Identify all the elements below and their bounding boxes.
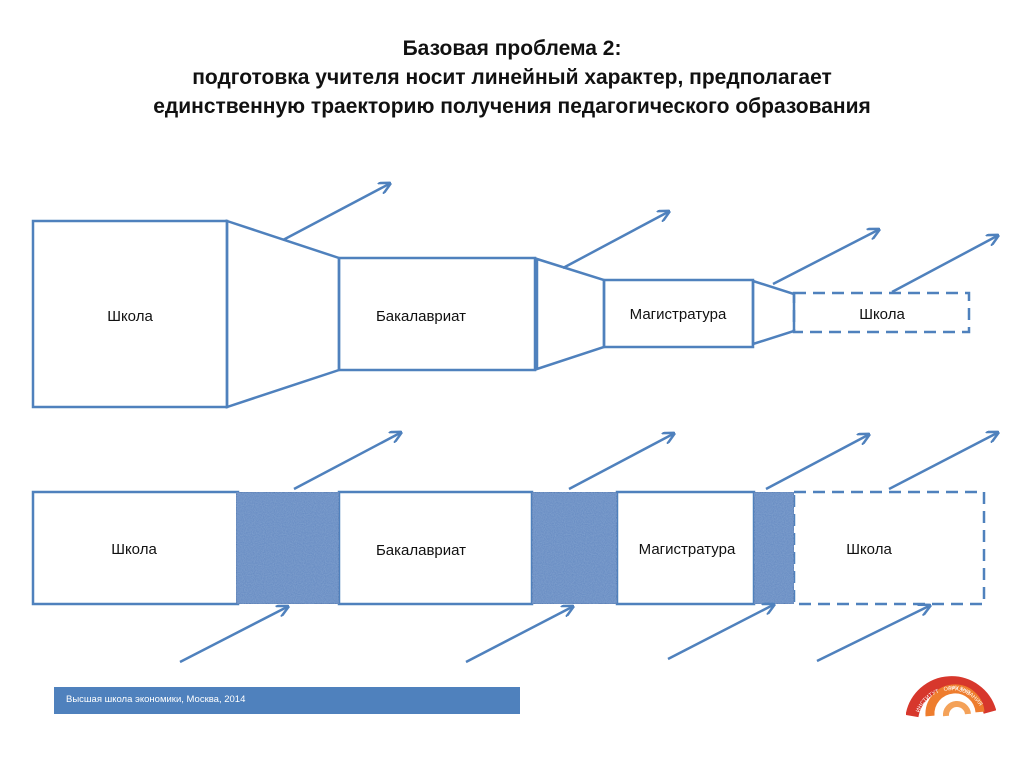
row2-exit-arrow-1 bbox=[293, 433, 400, 491]
row1-label-master: Магистратура bbox=[630, 306, 727, 323]
row2-exit-arrow-4 bbox=[888, 433, 997, 491]
row1-funnel-1 bbox=[225, 219, 341, 409]
row2-transition-block-2 bbox=[531, 491, 618, 605]
row2-transition-block-3 bbox=[753, 491, 795, 605]
row1-arrow-1 bbox=[282, 184, 389, 242]
row2-box-school-dashed bbox=[792, 490, 986, 606]
footer-bar: Высшая школа экономики, Москва, 2014 bbox=[54, 687, 520, 714]
row1-arrow-4 bbox=[891, 236, 997, 294]
row2-track bbox=[31, 490, 986, 606]
slide-title: Базовая проблема 2: подготовка учителя н… bbox=[0, 34, 1024, 121]
institute-logo: ИНСТИТУТ ОБРАЗОВАНИЯ НИУ ВШЭ bbox=[906, 676, 996, 718]
row1-funnel bbox=[31, 219, 971, 409]
row1-arrow-3 bbox=[772, 230, 878, 286]
row2-transition-blocks bbox=[235, 491, 795, 605]
row2-exit-arrow-2 bbox=[568, 434, 673, 491]
row1-box-bachelor bbox=[337, 256, 537, 372]
row2-exit-arrow-3 bbox=[765, 435, 868, 491]
footer-text: Высшая школа экономики, Москва, 2014 bbox=[66, 694, 246, 705]
title-line-2: подготовка учителя носит линейный характ… bbox=[192, 66, 832, 89]
row2-transition-block-1 bbox=[235, 491, 340, 605]
title-line-3: единственную траекторию получения педаго… bbox=[153, 95, 871, 118]
row1-box-school-dashed bbox=[792, 291, 971, 334]
title-line-1: Базовая проблема 2: bbox=[402, 37, 622, 60]
logo-arc-inner bbox=[925, 684, 985, 717]
row1-arrow-2 bbox=[562, 212, 668, 270]
row2-label-school-2: Школа bbox=[846, 541, 892, 558]
row1-exit-arrows bbox=[282, 184, 997, 294]
row1-label-school: Школа bbox=[107, 308, 153, 325]
logo-arc-outer bbox=[906, 676, 996, 718]
row2-label-master: Магистратура bbox=[639, 541, 736, 558]
row2-label-bachelor: Бакалавриат bbox=[376, 542, 466, 559]
row2-entry-arrow-1 bbox=[179, 607, 287, 664]
row2-entry-arrow-3 bbox=[667, 605, 773, 661]
row1-label-school-2: Школа bbox=[859, 306, 905, 323]
row1-funnel-3 bbox=[751, 279, 796, 346]
row2-entry-arrows bbox=[179, 605, 929, 664]
row2-entry-arrow-4 bbox=[816, 606, 929, 663]
row2-exit-arrows bbox=[293, 433, 997, 491]
row1-funnel-2 bbox=[535, 257, 606, 371]
logo-arc-center bbox=[942, 700, 971, 717]
row2-entry-arrow-2 bbox=[465, 607, 572, 664]
logo-text-3: НИУ ВШЭ bbox=[949, 685, 972, 696]
row2-label-school: Школа bbox=[111, 541, 157, 558]
row1-label-bachelor: Бакалавриат bbox=[376, 308, 466, 325]
